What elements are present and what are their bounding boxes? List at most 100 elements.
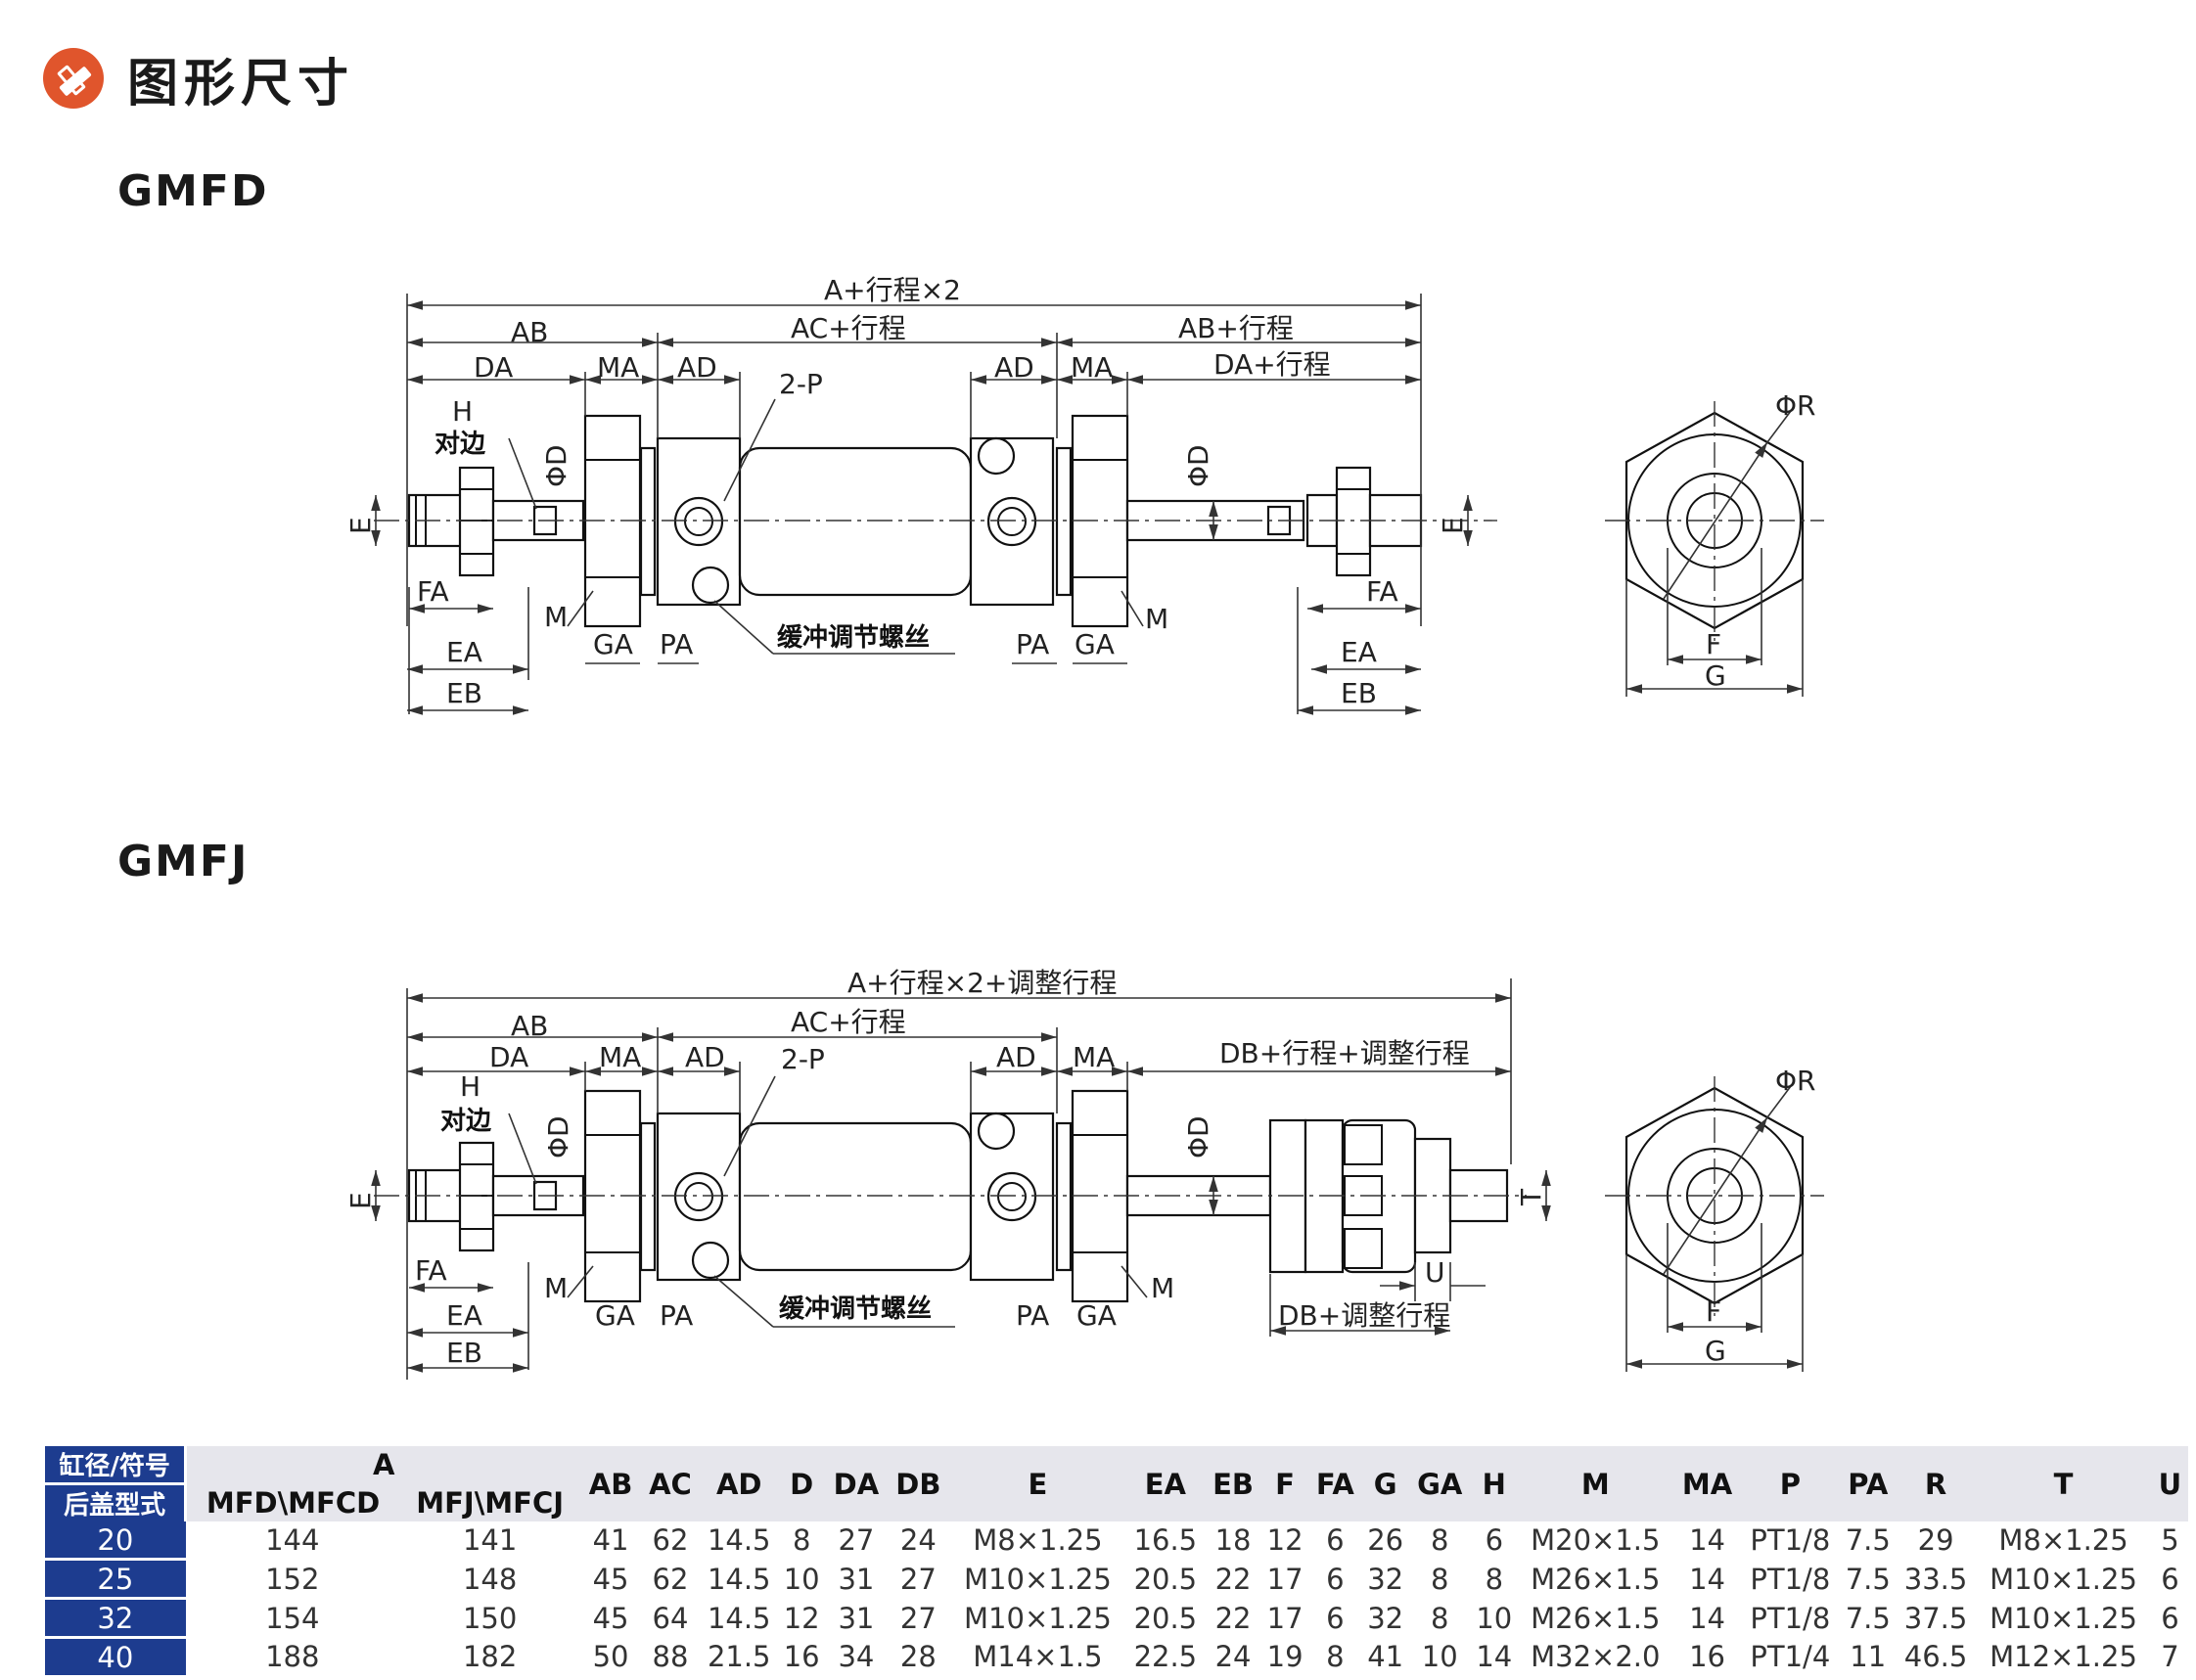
value-cell: 14.5 — [707, 1601, 771, 1635]
gmfj-dim-e: E — [344, 1192, 377, 1209]
value-cell: 6 — [2161, 1601, 2179, 1635]
value-cell: M8×1.25 — [973, 1523, 1103, 1558]
dim-eb: EB — [446, 677, 482, 709]
table-header-row: 缸径/符号 A AB AC AD D DA DB E EA EB F FA G … — [45, 1446, 2188, 1521]
value-cell: 37.5 — [1903, 1601, 1968, 1635]
col-a-sub-mfd: MFD\MFCD — [185, 1483, 399, 1521]
value-cell: 6 — [2161, 1562, 2179, 1596]
dim-phi-d-right: ΦD — [1182, 444, 1214, 487]
value-cell: 10 — [1476, 1601, 1513, 1635]
gmfj-dim-ad: AD — [685, 1041, 725, 1073]
dim-ea: EA — [446, 636, 482, 668]
dim-p: 2-P — [779, 368, 823, 400]
value-cell: 17 — [1266, 1601, 1304, 1635]
dim-ea-right: EA — [1341, 636, 1377, 668]
value-cell: 16 — [1689, 1639, 1725, 1673]
gmfj-dim-g: G — [1705, 1335, 1726, 1367]
dim-ac: AC+行程 — [791, 312, 906, 344]
gmfj-dim-ga-right: GA — [1076, 1299, 1117, 1332]
gmfj-title: GMFJ — [117, 837, 250, 886]
value-cell: 14 — [1476, 1639, 1513, 1673]
value-cell: 14 — [1689, 1601, 1725, 1635]
value-cell: 41 — [1367, 1639, 1404, 1673]
dim-ma: MA — [597, 351, 639, 384]
col-header: PA — [1839, 1446, 1898, 1521]
value-cell: M14×1.5 — [973, 1639, 1103, 1673]
value-cell: 45 — [592, 1601, 629, 1635]
value-cell: 16.5 — [1133, 1523, 1198, 1558]
dim-phi-r: ΦR — [1775, 389, 1816, 422]
value-cell: 27 — [899, 1601, 937, 1635]
value-cell: M12×1.25 — [1990, 1639, 2137, 1673]
dimension-drawings: A+行程×2 AB AC+行程 AB+行程 DA MA AD 2-P AD MA… — [344, 274, 1824, 1380]
col-header: F — [1261, 1446, 1308, 1521]
dim-pa-right: PA — [1016, 628, 1049, 660]
dim-g: G — [1705, 659, 1726, 692]
value-cell: 21.5 — [707, 1639, 771, 1673]
dim-total: A+行程×2 — [824, 274, 961, 306]
a-cell: 150 — [462, 1601, 518, 1635]
dim-ad: AD — [677, 351, 717, 384]
value-cell: 20.5 — [1133, 1601, 1198, 1635]
value-cell: 62 — [652, 1562, 689, 1596]
col-header: D — [778, 1446, 826, 1521]
value-cell: 17 — [1266, 1562, 1304, 1596]
gmfj-dim-phi-d-right: ΦD — [1182, 1115, 1214, 1158]
value-cell: 14.5 — [707, 1562, 771, 1596]
value-cell: PT1/8 — [1750, 1601, 1831, 1635]
col-header: GA — [1408, 1446, 1471, 1521]
gmfj-dim-db: DB+行程+调整行程 — [1219, 1037, 1470, 1069]
dimension-table: 缸径/符号 A AB AC AD D DA DB E EA EB F FA G … — [45, 1446, 2188, 1675]
gmfj-dim-ac: AC+行程 — [791, 1006, 906, 1038]
value-cell: 32 — [1367, 1601, 1404, 1635]
value-cell: 88 — [652, 1639, 689, 1673]
value-cell: 5 — [2161, 1523, 2179, 1558]
dim-ma-right: MA — [1071, 351, 1113, 384]
gmfj-dim-ga: GA — [595, 1299, 635, 1332]
value-cell: 8 — [1431, 1523, 1449, 1558]
value-cell: 22.5 — [1133, 1639, 1198, 1673]
col-header: G — [1361, 1446, 1409, 1521]
value-cell: 27 — [899, 1562, 937, 1596]
value-cell: 7.5 — [1845, 1562, 1891, 1596]
col-header: P — [1741, 1446, 1840, 1521]
value-cell: 7.5 — [1845, 1601, 1891, 1635]
col-header: AC — [640, 1446, 701, 1521]
col-header: MA — [1672, 1446, 1742, 1521]
section-header: 图形尺寸 — [43, 39, 354, 117]
col-header: E — [949, 1446, 1126, 1521]
value-cell: 12 — [783, 1601, 820, 1635]
gmfj-dim-ea: EA — [446, 1299, 482, 1332]
dim-da: DA — [474, 351, 513, 384]
gmfj-dim-p: 2-P — [781, 1043, 825, 1075]
dim-pa: PA — [660, 628, 693, 660]
gmfj-dim-u: U — [1425, 1256, 1445, 1289]
gmfd-drawing: A+行程×2 AB AC+行程 AB+行程 DA MA AD 2-P AD MA… — [344, 274, 1824, 715]
value-cell: M10×1.25 — [964, 1601, 1112, 1635]
bore-cell: 40 — [45, 1637, 186, 1675]
value-cell: 32 — [1367, 1562, 1404, 1596]
value-cell: 62 — [652, 1523, 689, 1558]
value-cell: 29 — [1917, 1523, 1954, 1558]
value-cell: 10 — [783, 1562, 820, 1596]
a-cell: 144 — [265, 1523, 320, 1558]
gmfj-dim-f: F — [1706, 1295, 1721, 1328]
value-cell: 18 — [1214, 1523, 1252, 1558]
gmfj-dim-ab: AB — [511, 1010, 548, 1042]
gmfj-drawing: A+行程×2+调整行程 AB AC+行程 DA MA AD 2-P AD MA … — [344, 967, 1824, 1380]
gmfj-dim-phi-d: ΦD — [542, 1115, 574, 1158]
value-cell: 24 — [899, 1523, 937, 1558]
col-header: EB — [1204, 1446, 1262, 1521]
dim-across-flats: 对边 — [435, 430, 486, 459]
value-cell: 8 — [792, 1523, 811, 1558]
value-cell: 11 — [1850, 1639, 1887, 1673]
gmfj-dim-across-flats: 对边 — [440, 1107, 492, 1136]
a-cell: 148 — [462, 1562, 518, 1596]
value-cell: 6 — [1326, 1562, 1345, 1596]
table-subheader-row: 后盖型式 MFD\MFCD MFJ\MFCJ — [45, 1483, 2188, 1521]
value-cell: 45 — [592, 1562, 629, 1596]
col-header: R — [1897, 1446, 1976, 1521]
value-cell: 24 — [1214, 1639, 1252, 1673]
dim-ab: AB — [511, 316, 548, 348]
